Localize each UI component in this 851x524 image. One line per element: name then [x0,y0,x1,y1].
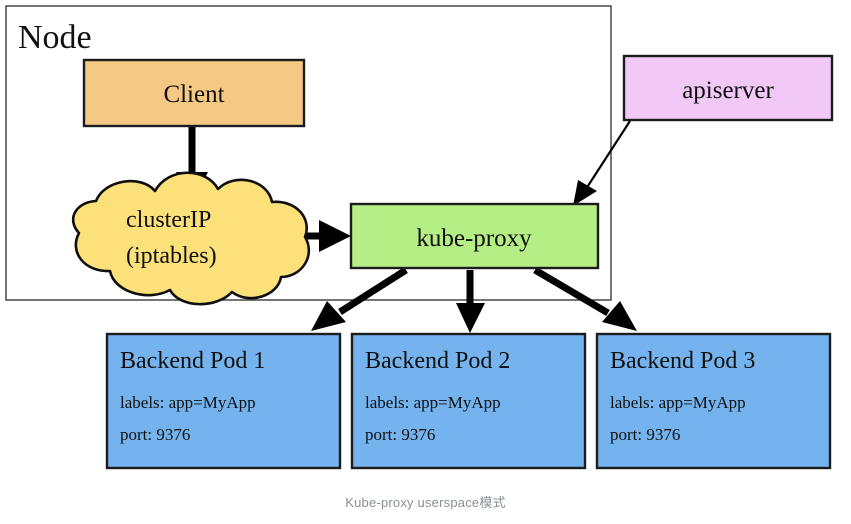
backend-pod-2-box[interactable] [350,332,587,470]
backend-pod-3-node[interactable]: Backend Pod 3 labels: app=MyApp port: 93… [595,332,832,470]
clusterip-label-line1: clusterIP [126,207,211,233]
edge-apiserver-to-kubeproxy [573,120,631,206]
backend-pod-2-labels: labels: app=MyApp [365,393,501,412]
backend-pod-1-box[interactable] [105,332,342,470]
clusterip-cloud-shape[interactable] [72,171,311,306]
edge-kubeproxy-to-pod-2 [456,270,485,333]
client-box[interactable] [82,58,306,128]
backend-pod-2-node[interactable]: Backend Pod 2 labels: app=MyApp port: 93… [350,332,587,470]
client-node[interactable]: Client [82,58,306,128]
apiserver-node[interactable]: apiserver [622,54,834,122]
apiserver-label: apiserver [682,77,774,104]
kube-proxy-node[interactable]: kube-proxy [349,202,600,270]
diagram-caption: Kube-proxy userspace模式 [345,495,506,510]
backend-pod-3-port: port: 9376 [610,425,680,444]
clusterip-label-line2: (iptables) [126,243,217,269]
kube-proxy-box[interactable] [349,202,600,270]
arrowhead-pod3-icon [602,301,637,331]
node-container-label: Node [18,19,92,56]
edge-kubeproxy-to-pod-1 [311,267,408,331]
backend-pod-2-port: port: 9376 [365,425,435,444]
clusterip-cloud-node[interactable]: clusterIP (iptables) [72,171,311,306]
backend-pod-1-title: Backend Pod 1 [120,348,265,374]
backend-pod-1-node[interactable]: Backend Pod 1 labels: app=MyApp port: 93… [105,332,342,470]
client-label: Client [163,81,224,108]
arrowhead-right-icon [319,220,351,252]
backend-pod-1-labels: labels: app=MyApp [120,393,256,412]
backend-pod-3-box[interactable] [595,332,832,470]
backend-pod-1-port: port: 9376 [120,425,190,444]
edge-kubeproxy-to-pod-3 [533,266,637,331]
arrowhead-pod1-icon [311,301,346,331]
apiserver-box[interactable] [622,54,834,122]
kube-proxy-label: kube-proxy [416,225,532,252]
arrowhead-diagonal-icon [573,180,597,206]
backend-pod-2-title: Backend Pod 2 [365,348,510,374]
backend-pod-3-labels: labels: app=MyApp [610,393,746,412]
arrowhead-pod2-icon [456,303,485,333]
backend-pod-3-title: Backend Pod 3 [610,348,755,374]
